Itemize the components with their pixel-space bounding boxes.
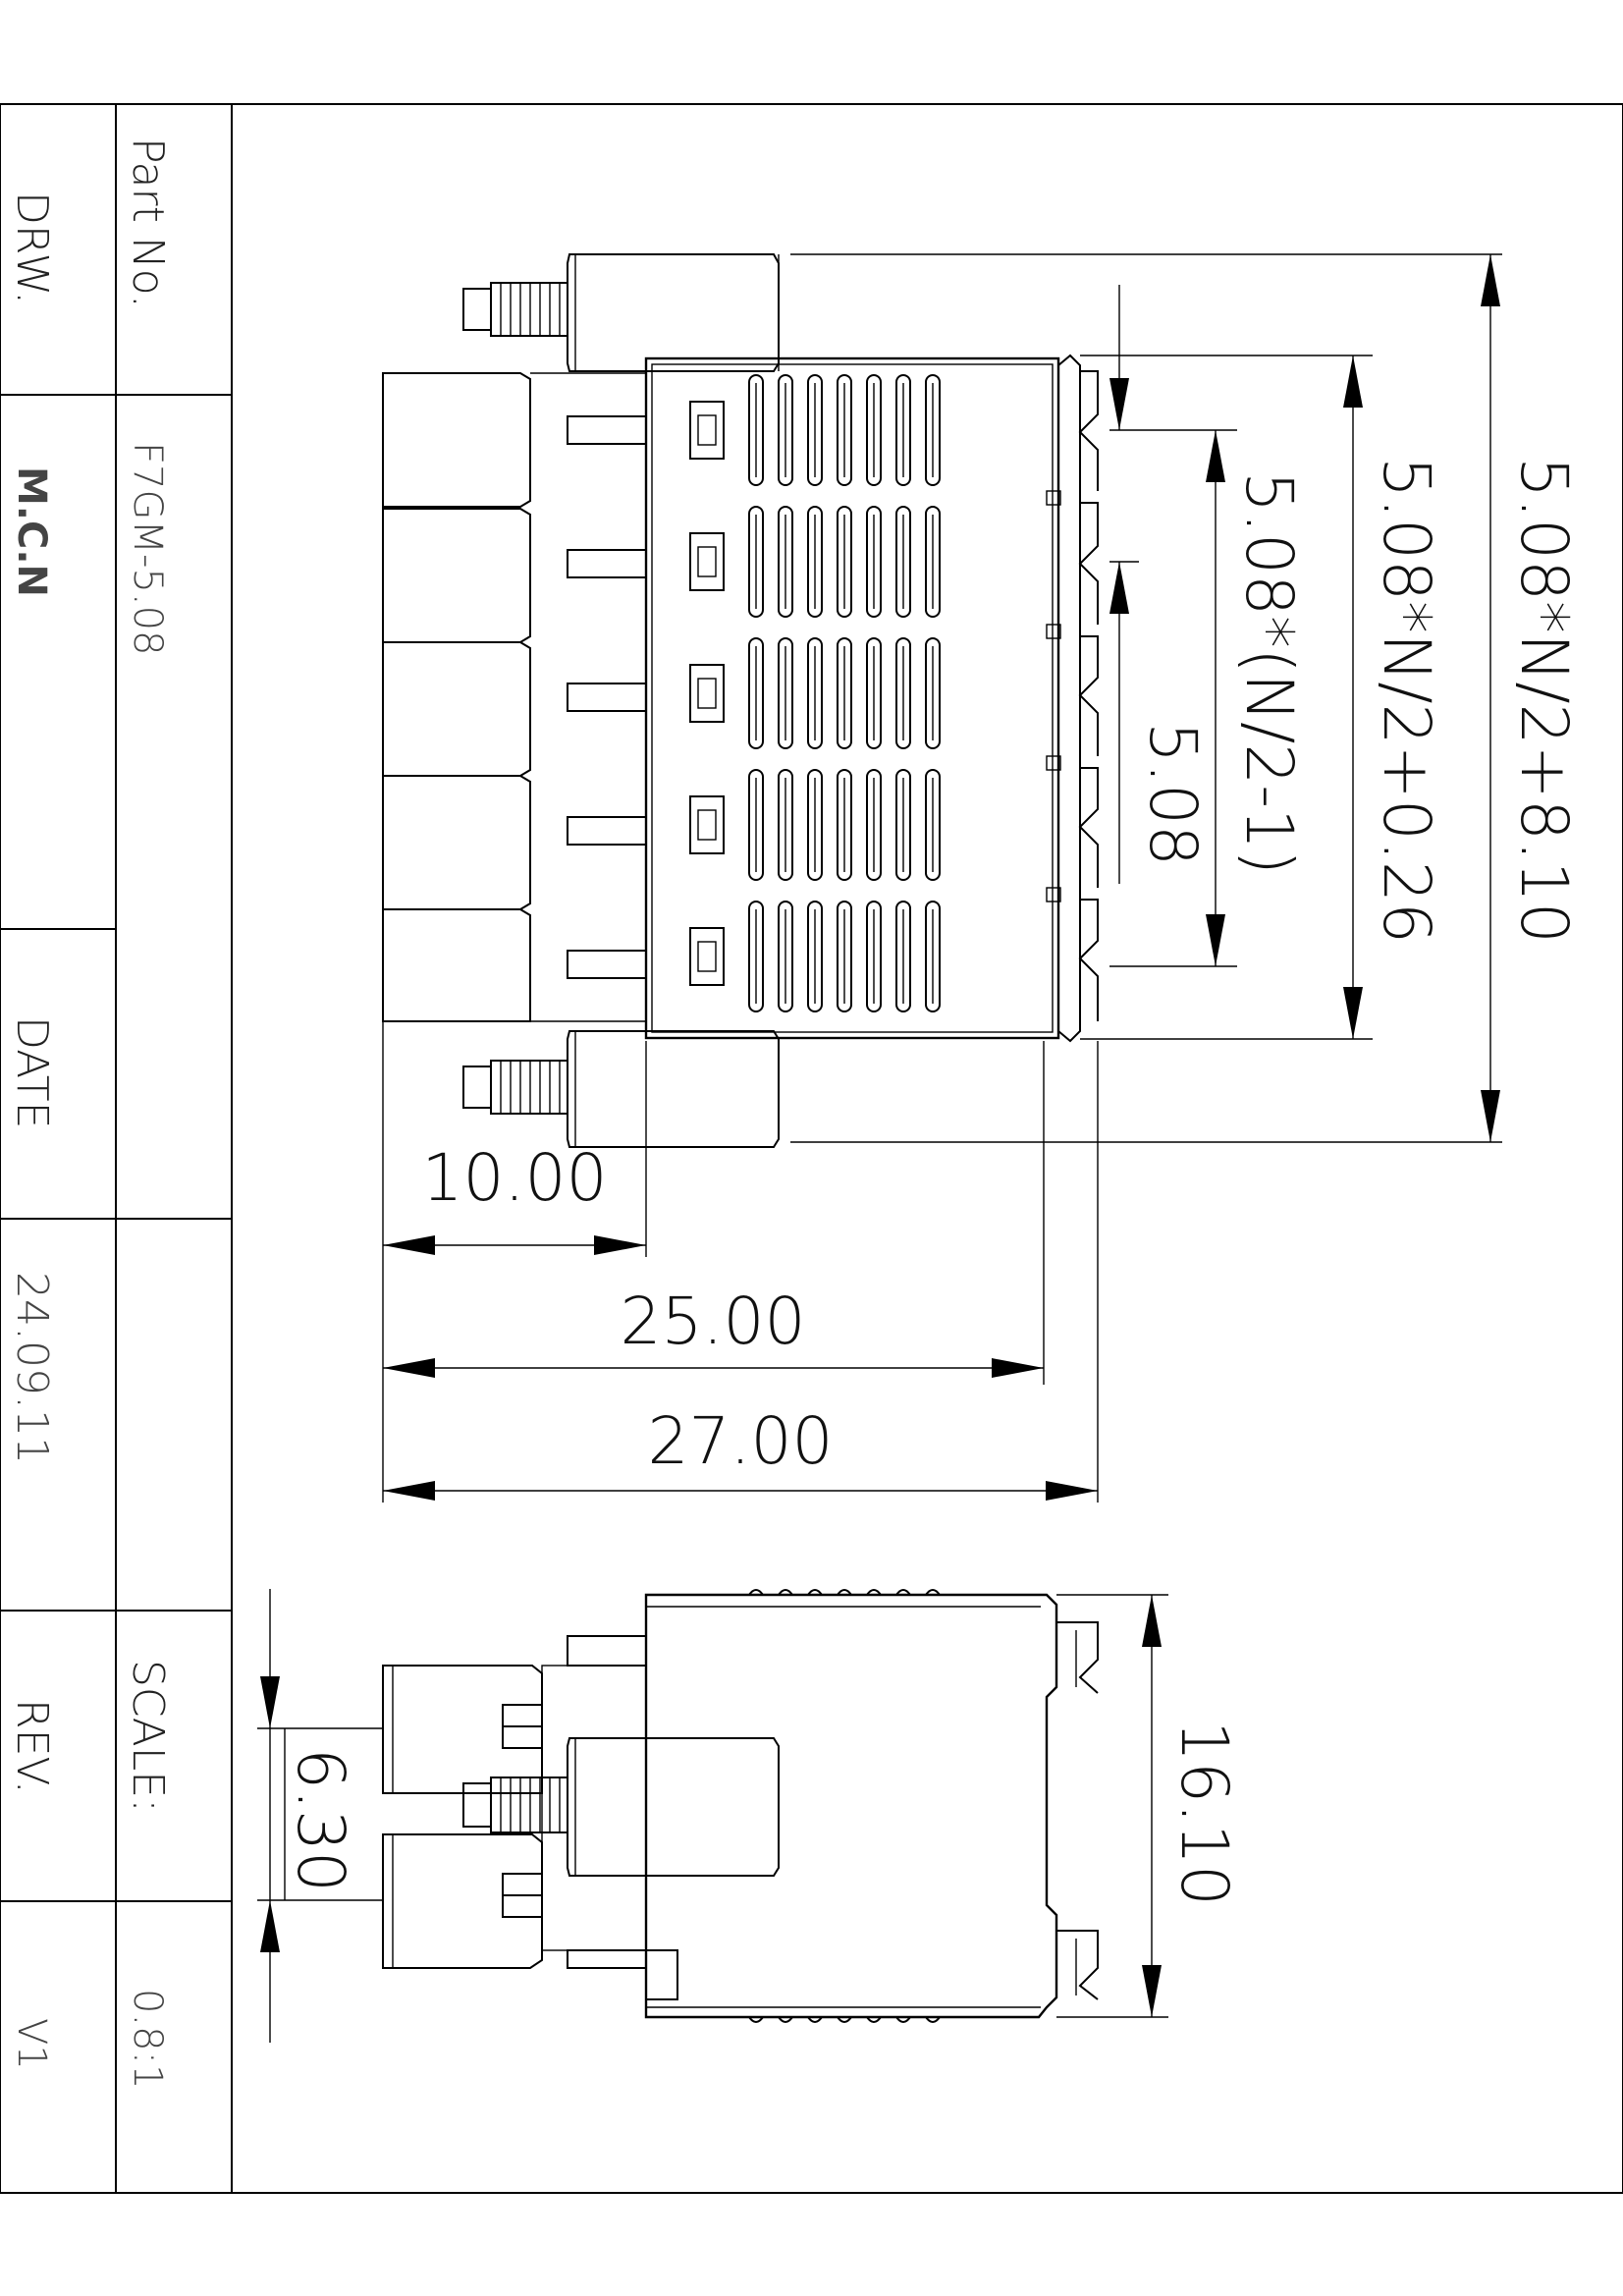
vent-slot: [748, 901, 764, 1012]
dim-body-height: 5.08*N/2+0.26: [1369, 457, 1444, 944]
dim-total-height: 5.08*N/2+8.10: [1506, 457, 1582, 944]
vent-bump: [925, 1589, 941, 1596]
date-label: DATE: [7, 1016, 57, 1128]
vent-slot: [807, 637, 823, 749]
vent-bump: [895, 1589, 911, 1596]
drw-value: M.C.N: [9, 466, 54, 597]
vent-slot: [866, 901, 882, 1012]
vent-slot: [748, 506, 764, 618]
vent-slot: [925, 506, 941, 618]
vent-slot: [895, 637, 911, 749]
drawing-frame: [0, 103, 1623, 2194]
vent-slot: [837, 901, 852, 1012]
vent-bump: [807, 1589, 823, 1596]
connector-side-view: [382, 1589, 1099, 2023]
rev-label: REV.: [7, 1699, 57, 1794]
vent-slot: [837, 637, 852, 749]
vent-slot: [748, 374, 764, 486]
dimension-lines-side: [257, 1589, 1168, 2043]
vent-slot: [895, 901, 911, 1012]
vent-slot: [925, 901, 941, 1012]
dim-row-spacing: 6.30: [283, 1748, 358, 1892]
vent-bump: [866, 2016, 882, 2023]
dim-pitch-span: 5.08*(N/2-1): [1231, 471, 1307, 875]
vent-slot: [778, 637, 793, 749]
dim-side-height: 16.10: [1166, 1721, 1242, 1906]
date-value: 24.09.11: [7, 1272, 57, 1464]
screw-top-icon: [462, 282, 568, 337]
dimension-labels-side: 16.10 6.30: [283, 1721, 1242, 1906]
vent-slot: [778, 374, 793, 486]
part-no-label: Part No.: [123, 137, 173, 308]
dim-overall-depth: 27.00: [648, 1403, 834, 1479]
dim-flange-depth: 10.00: [422, 1140, 608, 1216]
vent-bump: [895, 2016, 911, 2023]
vent-slots: [748, 374, 941, 1012]
vent-slot: [925, 769, 941, 881]
vent-slot: [925, 374, 941, 486]
dim-pitch: 5.08: [1135, 722, 1211, 866]
vent-bump: [925, 2016, 941, 2023]
vent-slot: [748, 637, 764, 749]
vent-slot: [866, 374, 882, 486]
vent-bump: [778, 1589, 793, 1596]
screw-bottom-icon: [462, 1060, 568, 1115]
scale-value: 0.8:1: [125, 1989, 170, 2090]
rev-value: V1: [9, 2018, 54, 2070]
vent-slot: [895, 506, 911, 618]
vent-slot: [837, 506, 852, 618]
connector-top-view: [382, 253, 1099, 1148]
vent-bump: [837, 1589, 852, 1596]
vent-bump: [807, 2016, 823, 2023]
vent-slot: [778, 506, 793, 618]
vent-slot: [748, 769, 764, 881]
vent-slot: [925, 637, 941, 749]
vent-bump: [778, 2016, 793, 2023]
vent-slot: [807, 506, 823, 618]
wire-entries: [382, 372, 647, 1022]
vent-slot: [778, 769, 793, 881]
vent-bump: [748, 1589, 764, 1596]
vent-bump: [748, 2016, 764, 2023]
vent-slot: [895, 769, 911, 881]
vent-slot: [807, 901, 823, 1012]
part-no-value: F7GM-5.08: [125, 442, 170, 655]
scale-label: SCALE:: [123, 1660, 173, 1813]
vent-slot: [807, 769, 823, 881]
vent-slot: [807, 374, 823, 486]
vent-slot: [866, 506, 882, 618]
vent-slot: [778, 901, 793, 1012]
vent-bump: [866, 1589, 882, 1596]
vent-slot: [837, 374, 852, 486]
vent-bump: [837, 2016, 852, 2023]
release-windows: [689, 401, 725, 986]
dimension-labels-top: 5.08*N/2+8.10 5.08*N/2+0.26 5.08*(N/2-1)…: [422, 457, 1582, 1479]
drw-label: DRW.: [7, 191, 57, 304]
vent-slot: [895, 374, 911, 486]
vent-slot: [837, 769, 852, 881]
vent-slot: [866, 769, 882, 881]
contact-teeth: [1046, 354, 1099, 1043]
vent-slot: [866, 637, 882, 749]
dimension-lines-top: [382, 253, 1502, 1503]
screw-side-icon: [462, 1777, 568, 1833]
title-block: Part No. F7GM-5.08 DRW. M.C.N DATE 24.09…: [7, 137, 173, 2090]
dim-body-depth: 25.00: [621, 1284, 806, 1359]
